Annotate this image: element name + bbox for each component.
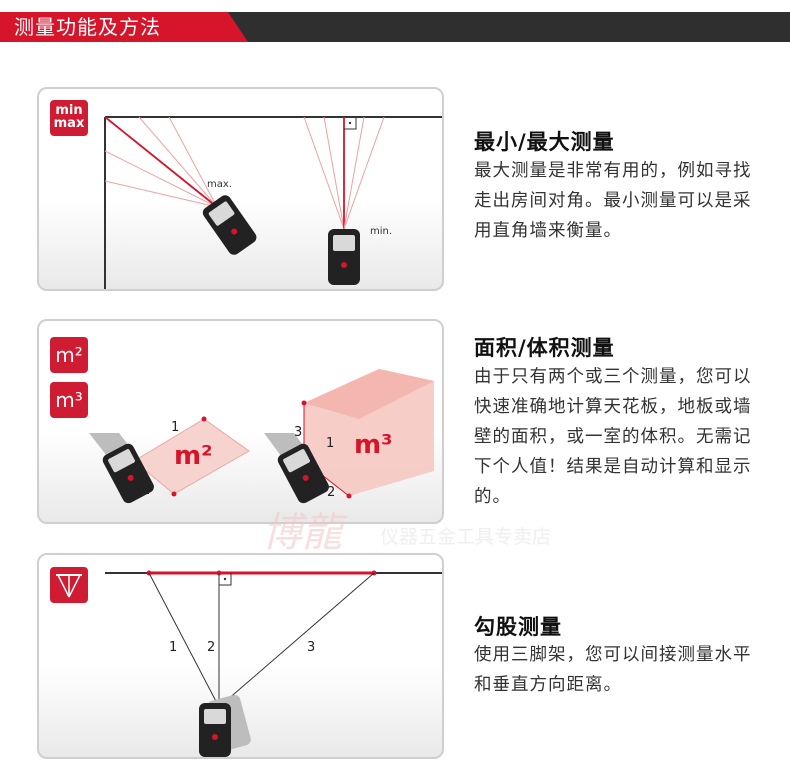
store-watermark: 博龍 仪器五金工具专卖店	[262, 500, 622, 556]
badge-m2-text: m²	[55, 343, 83, 367]
minmax-diagram: max. min.	[104, 116, 442, 289]
pyth-line-2-label: 2	[207, 640, 215, 655]
triangle-icon	[56, 574, 82, 598]
pythagoras-title: 勾股测量	[474, 615, 562, 639]
pythagoras-badge-icon	[50, 567, 88, 603]
minmax-description: 最大测量是非常有用的，例如寻找走出房间对角。最小测量可以是采用直角墙来衡量。	[474, 161, 752, 241]
area-badge-icon: m²	[50, 337, 88, 373]
pythagoras-description: 使用三脚架，您可以间接测量水平和垂直方向距离。	[474, 645, 752, 695]
volume-unit-label: m³	[354, 430, 392, 460]
area-volume-description: 由于只有两个或三个测量，您可以快速准确地计算天花板，地板或墙壁的面积，或一室的体…	[474, 367, 752, 507]
pythagoras-diagram: 1 2 3	[105, 570, 442, 757]
watermark-logo: 博龍	[262, 510, 342, 556]
volume-edge-3-label: 3	[294, 425, 302, 440]
watermark-text: 仪器五金工具专卖店	[380, 526, 552, 548]
page-title: 测量功能及方法	[14, 15, 161, 39]
header-accent-tab: 测量功能及方法	[0, 12, 248, 42]
area-edge-1-label: 1	[171, 420, 179, 435]
volume-badge-icon: m³	[50, 382, 88, 418]
area-volume-title: 面积/体积测量	[474, 336, 615, 360]
area-unit-label: m²	[174, 441, 212, 471]
badge-m3-text: m³	[55, 388, 83, 412]
badge-max-text: max	[53, 116, 85, 131]
badge-min-text: min	[55, 103, 83, 118]
pyth-line-3-label: 3	[307, 640, 315, 655]
volume-edge-1-label: 1	[326, 436, 334, 451]
pyth-line-1-label: 1	[169, 640, 177, 655]
pythagoras-diagram-panel: 1 2 3	[37, 553, 444, 759]
max-label: max.	[207, 179, 232, 190]
area-volume-diagram-panel: 1 2 m² 3 1 2 m³ m² m³	[37, 319, 444, 524]
volume-edge-2-label: 2	[327, 485, 335, 500]
min-label: min.	[370, 226, 392, 237]
minmax-badge-icon: min max	[50, 100, 88, 136]
section-header-bar: 测量功能及方法	[0, 12, 790, 42]
minmax-title: 最小/最大测量	[474, 130, 615, 154]
area-volume-diagram: 1 2 m² 3 1 2 m³	[89, 369, 434, 504]
minmax-diagram-panel: max. min. min max	[37, 87, 444, 291]
